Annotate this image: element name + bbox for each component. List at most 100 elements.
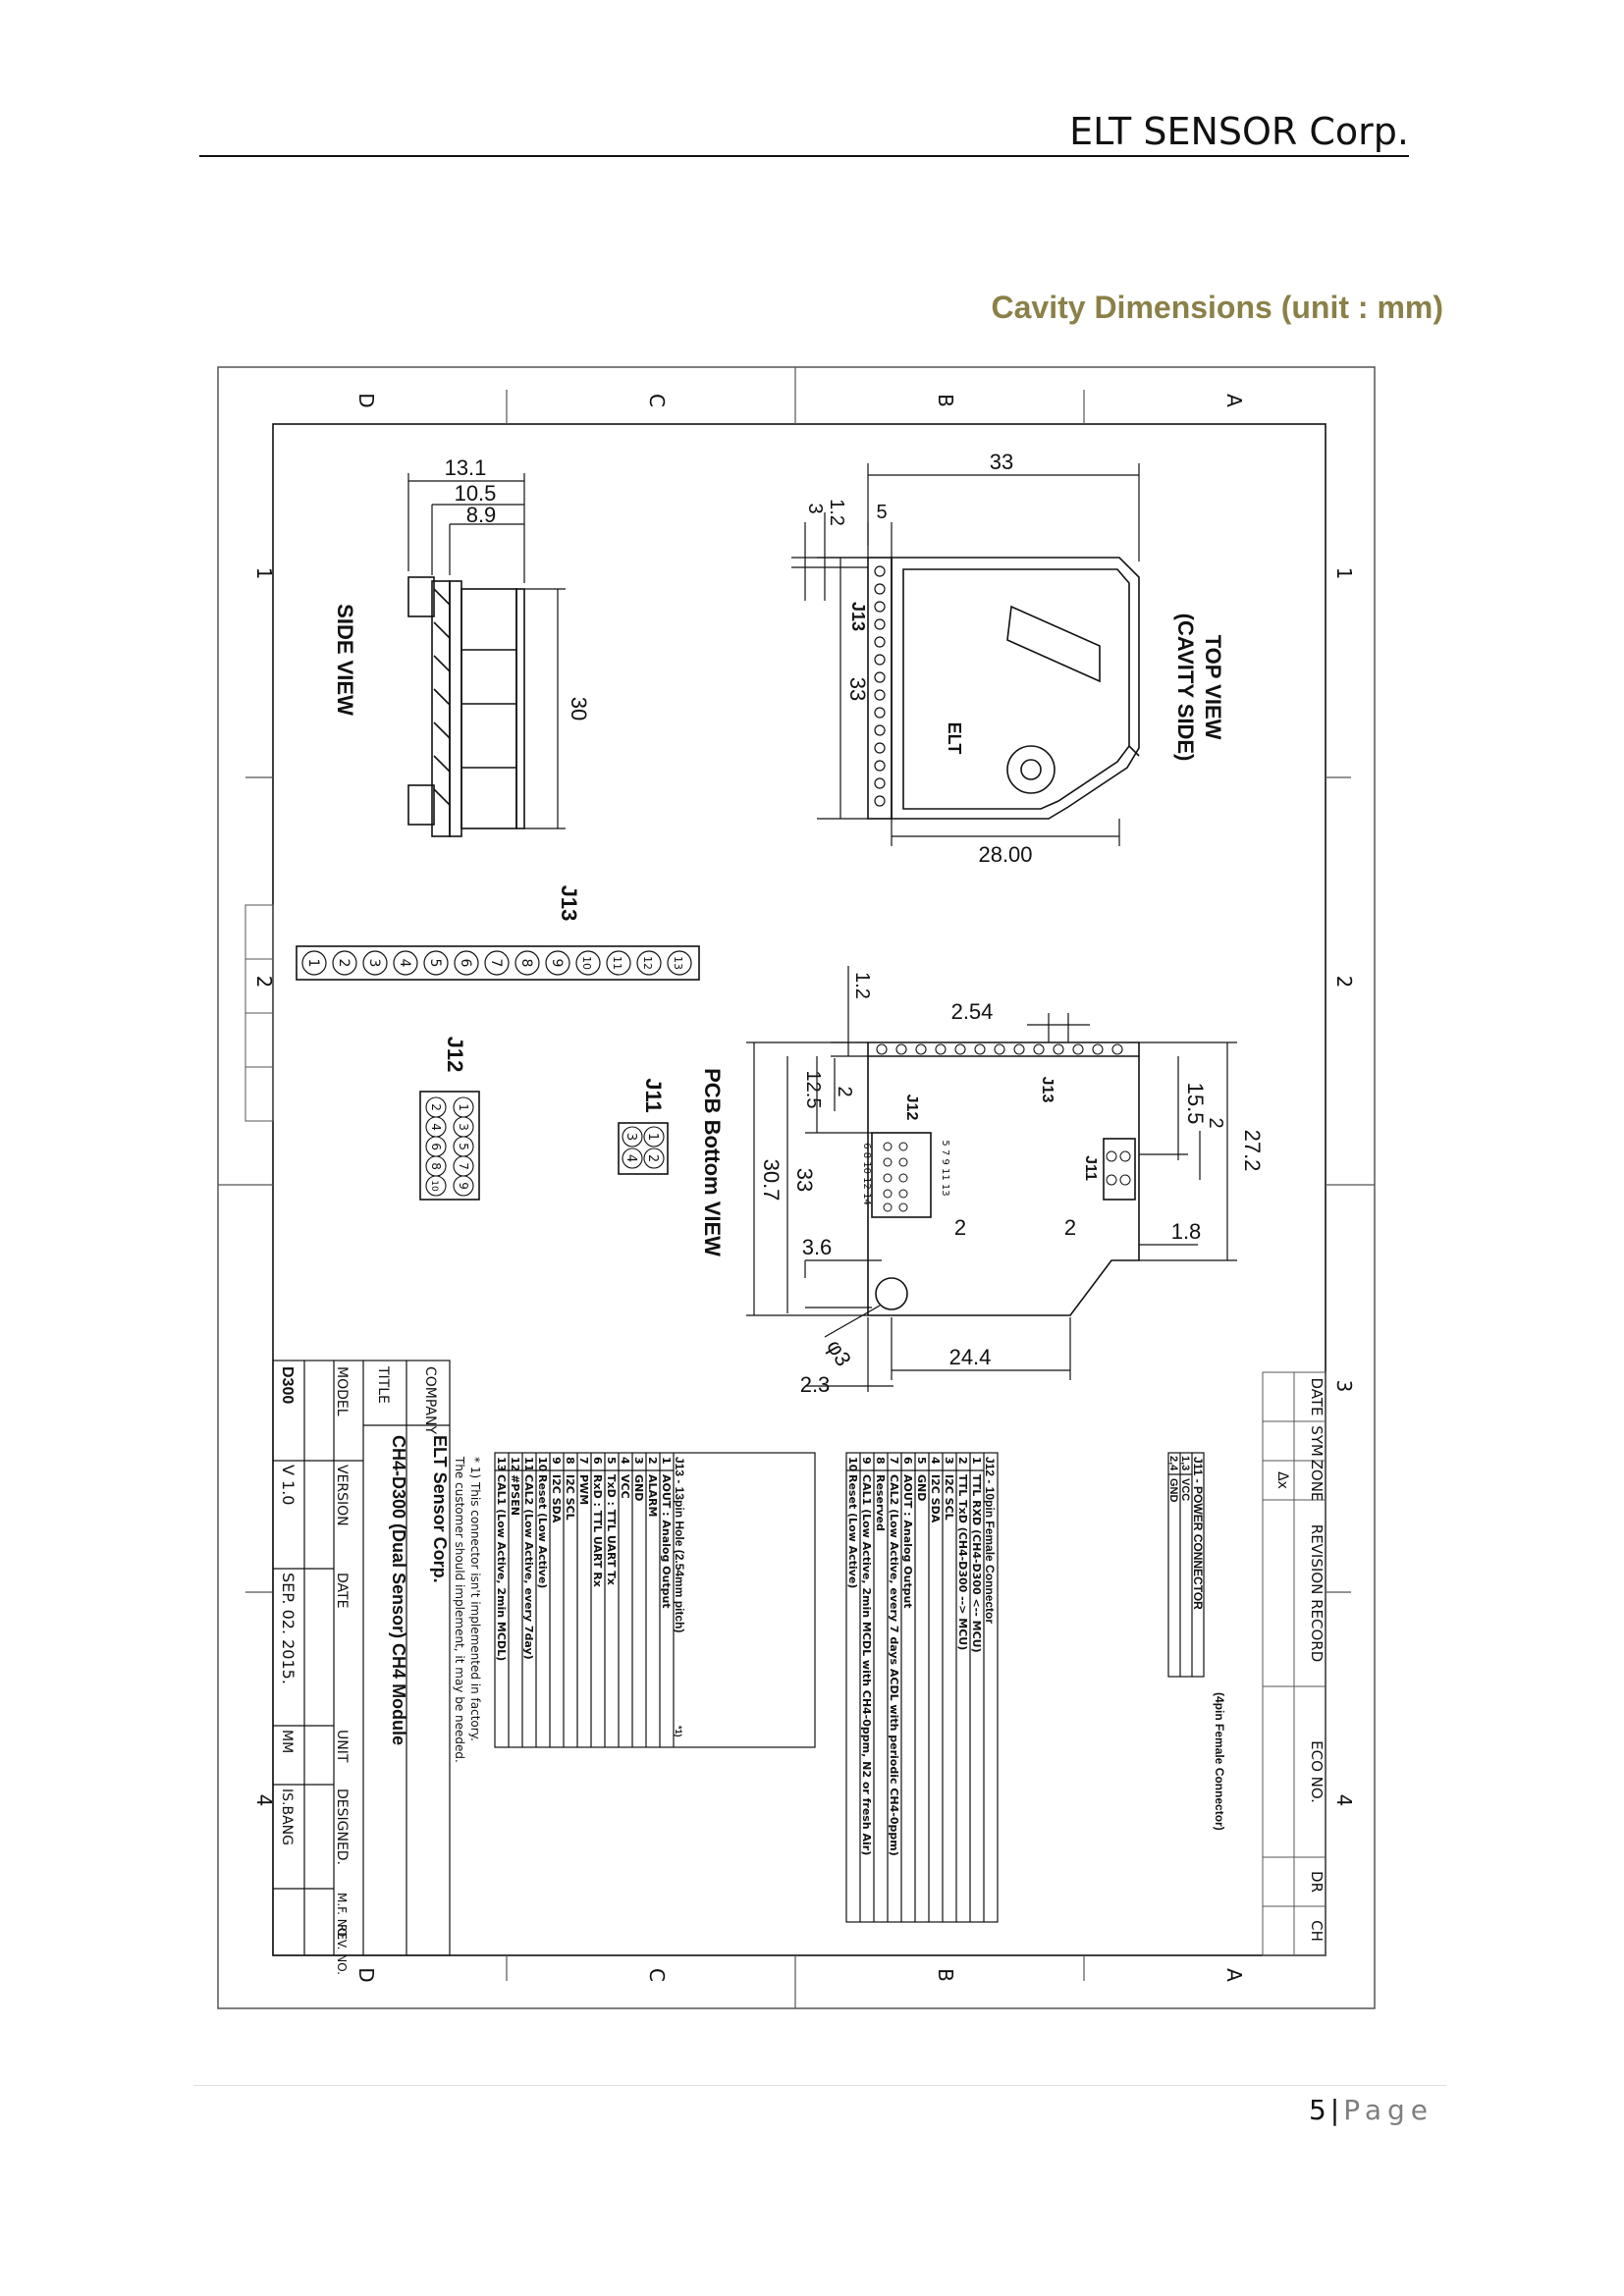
j13-row-7-desc: PWM <box>577 1474 590 1505</box>
side-view-dims <box>407 473 566 829</box>
rev-header-sym: SYM <box>1308 1425 1326 1457</box>
j12-row-7-desc: CAL2 (Low Active, every 7 days ACDL with… <box>888 1474 900 1856</box>
j12-pin-5: 5 <box>457 1143 470 1150</box>
j11-table-note: (4pin Female Connector) <box>1213 1692 1226 1831</box>
pcb-dim-2-j11: 2 <box>1064 1215 1076 1240</box>
pcb-dim-15-5: 15.5 <box>1183 1083 1208 1125</box>
j13-strip-body <box>296 945 700 981</box>
tb-date-label: DATE <box>334 1573 350 1608</box>
j13-pin-8: 8 <box>518 959 534 968</box>
zone-number-4-left: 4 <box>252 1794 276 1807</box>
tb-title-label: TITLE <box>375 1365 391 1404</box>
zone-letter-c-bottom: C <box>645 1968 669 1982</box>
page-label: Page <box>1343 2094 1434 2126</box>
pcb-top-pin-row <box>876 1043 1123 1055</box>
j13-row-12-desc: #PSEN <box>509 1474 521 1516</box>
pcb-j13-label: J13 <box>1039 1077 1056 1103</box>
j12-row-3-desc: I2C SCL <box>943 1474 955 1521</box>
pcb-dims <box>746 966 1237 1392</box>
rev-header-dr: DR <box>1308 1871 1326 1893</box>
zone-letter-d-bottom: D <box>354 1967 378 1982</box>
pcb-dim-2-right: 2 <box>1205 1117 1226 1128</box>
j13-row-8-desc: I2C SCL <box>564 1474 576 1521</box>
rev-header-zone: ZONE <box>1308 1460 1326 1502</box>
pcb-dim-2-j12: 2 <box>954 1215 966 1240</box>
j13-pin-6: 6 <box>458 959 473 968</box>
title-block-labels: COMPANY TITLE MODEL VERSION DATE UNIT DE… <box>334 1365 438 1975</box>
zone-number-4-right: 4 <box>1332 1794 1356 1807</box>
pcb-view-label: PCB Bottom VIEW <box>700 1068 725 1256</box>
pcb-j12-pin-numbers-top: 5 7 9 11 13 <box>940 1140 950 1196</box>
pcb-dim-33: 33 <box>792 1168 817 1192</box>
top-dim-1-2: 1.2 <box>826 499 847 526</box>
footnote-line-1: * 1) This connector isn't implemented in… <box>468 1457 482 1741</box>
title-block <box>272 1360 451 1956</box>
j13-row-9-no: 9 <box>550 1457 563 1465</box>
pcb-j11-label: J11 <box>1082 1155 1099 1181</box>
sheet-outer-frame <box>217 366 1376 2009</box>
j12-row-10-no: 10 <box>846 1457 859 1472</box>
j11-detail-numbers: 1 2 3 4 <box>623 1133 660 1162</box>
j13-pin-13: 13 <box>672 956 684 970</box>
j12-detail-label: J12 <box>443 1037 467 1073</box>
tb-unit: MM <box>279 1730 295 1753</box>
j13-table-note-mark: *1) <box>674 1726 683 1737</box>
zone-number-3-right: 3 <box>1332 1380 1356 1393</box>
tb-model-label: MODEL <box>334 1366 350 1416</box>
rev-sym-mark: Δx <box>1274 1471 1290 1489</box>
j13-row-8-no: 8 <box>564 1457 576 1465</box>
zone-number-2-left: 2 <box>252 976 276 988</box>
j12-pin-2: 2 <box>429 1103 443 1111</box>
j13-row-1-no: 1 <box>660 1457 673 1465</box>
top-view-drawing <box>867 557 1140 820</box>
j12-detail-body <box>419 1091 480 1201</box>
j12-row-8-desc: Reserved <box>874 1474 887 1531</box>
j12-pin-4: 4 <box>429 1123 443 1131</box>
j13-pin-12: 12 <box>641 956 654 970</box>
j12-pin-7: 7 <box>457 1162 470 1170</box>
pcb-dim-hole: φ3 <box>822 1336 856 1370</box>
j12-row-10-desc: Reset (Low Active) <box>846 1474 859 1588</box>
zone-letter-b-top: B <box>934 394 957 407</box>
j12-row-5-desc: GND <box>915 1474 928 1501</box>
tb-designed-label: DESIGNED. <box>334 1789 350 1865</box>
header-rule <box>199 155 1409 157</box>
j12-row-2-no: 2 <box>956 1457 969 1465</box>
j12-detail-pins <box>425 1096 474 1197</box>
sheet-inner-frame <box>272 423 1326 1956</box>
revision-block <box>1262 1371 1326 1956</box>
top-view-j13-label: J13 <box>848 602 868 631</box>
j13-pin-10: 10 <box>580 956 593 970</box>
pcb-j11-pins <box>1106 1150 1131 1186</box>
j12-row-7-no: 7 <box>888 1457 900 1465</box>
j11-detail-pins <box>622 1126 665 1169</box>
j11-pin-1: 1 <box>645 1133 660 1141</box>
zone-letter-b-bottom: B <box>934 1968 957 1982</box>
j11-row-1-signal: VCC <box>1179 1478 1191 1501</box>
pcb-dim-30-7: 30.7 <box>759 1159 784 1201</box>
tb-rev-label: REV. NO. <box>335 1924 349 1975</box>
tb-model: D300 <box>279 1366 296 1404</box>
side-dim-8-9: 8.9 <box>466 503 497 527</box>
j11-pin-3: 3 <box>623 1133 638 1141</box>
j12-pin-6: 6 <box>429 1143 443 1150</box>
footnote-line-2: The customer should implement, it may be… <box>453 1456 466 1763</box>
j12-row-5-no: 5 <box>915 1457 928 1465</box>
side-view-label: SIDE VIEW <box>333 604 357 716</box>
j13-pin-3: 3 <box>366 959 382 968</box>
zone-number-2-right: 2 <box>1332 976 1356 988</box>
rev-header-ch: CH <box>1308 1920 1326 1942</box>
left-edge-boxes <box>244 904 274 1122</box>
j13-row-6-no: 6 <box>591 1457 604 1465</box>
j13-strip-label: J13 <box>557 885 581 922</box>
tb-company-label: COMPANY <box>422 1366 438 1434</box>
j13-pin-1: 1 <box>305 959 321 968</box>
pcb-dim-12-5: 12.5 <box>802 1071 824 1109</box>
j13-pin-2: 2 <box>336 959 352 968</box>
pcb-dim-1-2: 1.2 <box>851 972 873 999</box>
tb-mf-label: M.F. NO. <box>335 1893 349 1941</box>
j13-pin-5: 5 <box>427 959 443 968</box>
j12-pin-8: 8 <box>429 1162 443 1170</box>
j11-pin-2: 2 <box>645 1154 660 1162</box>
side-view-drawing <box>407 576 525 837</box>
